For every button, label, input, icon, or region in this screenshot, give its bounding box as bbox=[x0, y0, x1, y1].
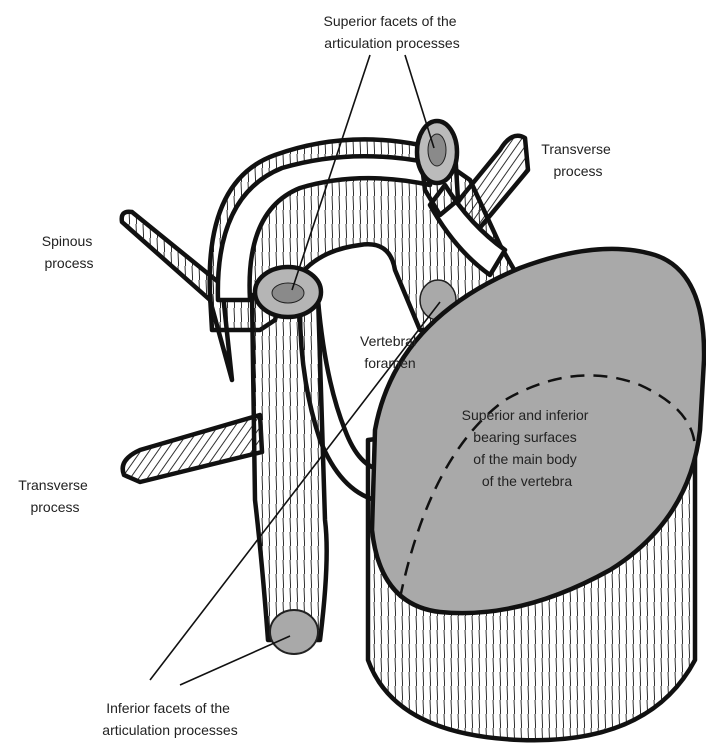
label-transverse-left-line1: Transverse bbox=[18, 477, 88, 493]
label-body-surfaces-line3: of the main body bbox=[473, 451, 577, 467]
label-transverse-right: Transverse process bbox=[541, 141, 614, 179]
label-body-surfaces-line1: Superior and inferior bbox=[462, 407, 589, 423]
label-transverse-right-line2: process bbox=[553, 163, 602, 179]
label-inferior-facets: Inferior facets of the articulation proc… bbox=[102, 700, 237, 738]
inferior-facet bbox=[270, 610, 318, 654]
label-transverse-left: Transverse process bbox=[18, 477, 91, 515]
superior-facet-left-inner bbox=[272, 283, 304, 303]
label-spinous-line2: process bbox=[44, 255, 93, 271]
articular-column-left bbox=[252, 295, 327, 640]
label-transverse-left-line2: process bbox=[30, 499, 79, 515]
label-superior-facets-line1: Superior facets of the bbox=[324, 13, 457, 29]
label-superior-facets-line2: articulation processes bbox=[324, 35, 459, 51]
label-vertebral-foramen-line1: Vertebral bbox=[360, 333, 416, 349]
label-spinous-line1: Spinous bbox=[42, 233, 93, 249]
label-body-surfaces-line4: of the vertebra bbox=[482, 473, 572, 489]
label-inferior-facets-line2: articulation processes bbox=[102, 722, 237, 738]
label-body-surfaces-line2: bearing surfaces bbox=[473, 429, 577, 445]
label-superior-facets: Superior facets of the articulation proc… bbox=[324, 13, 461, 51]
label-spinous: Spinous process bbox=[42, 233, 96, 271]
label-transverse-right-line1: Transverse bbox=[541, 141, 611, 157]
leader-inferior-facets-2 bbox=[180, 636, 290, 685]
transverse-process-left bbox=[123, 415, 262, 482]
label-vertebral-foramen-line2: foramen bbox=[364, 355, 415, 371]
label-inferior-facets-line1: Inferior facets of the bbox=[106, 700, 230, 716]
